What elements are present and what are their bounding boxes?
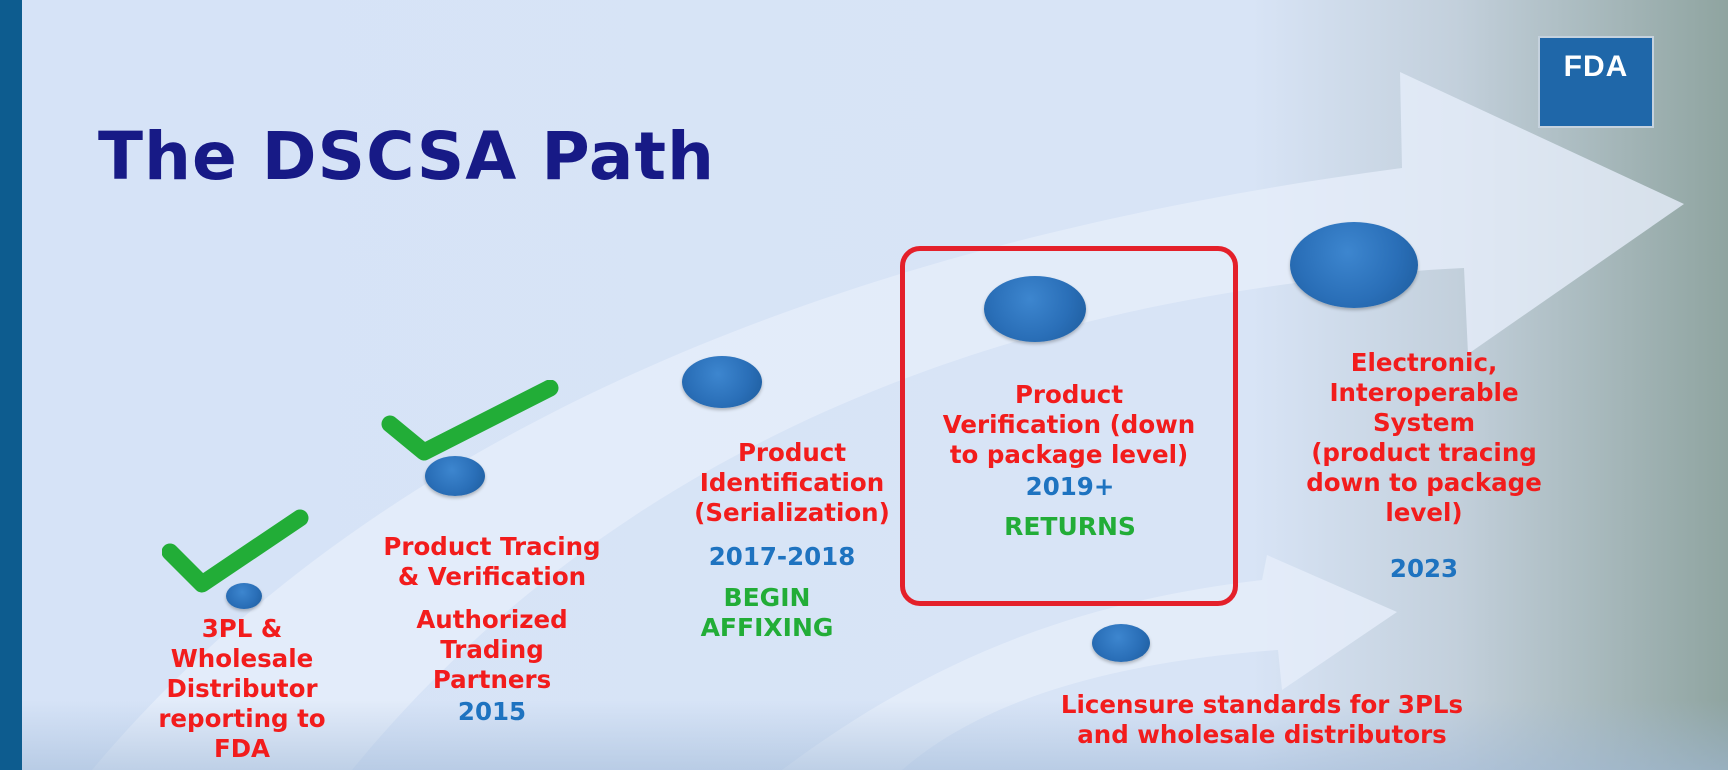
licensure-text: Licensure standards for 3PLs and wholesa… xyxy=(1060,690,1464,749)
highlight-box xyxy=(900,246,1238,606)
checkmark-icon xyxy=(381,380,559,461)
milestone-2-year: 2015 xyxy=(457,697,527,726)
main-path-arrow xyxy=(92,72,1684,770)
milestone-3-year: 2017-2018 xyxy=(708,542,856,571)
milestone-dot-2 xyxy=(425,456,485,496)
slide-footer-band xyxy=(22,700,1728,770)
licensure-dot xyxy=(1092,624,1150,662)
milestone-1-text: 3PL & Wholesale Distributor reporting to… xyxy=(158,614,326,763)
milestone-dot-5 xyxy=(1290,222,1418,308)
slide: The DSCSA Path FDA 3PL & Wholesale Distr… xyxy=(22,0,1728,770)
milestone-2-title: Product Tracing & Verification xyxy=(383,532,601,591)
milestone-dot-3 xyxy=(682,356,762,408)
milestone-5-year: 2023 xyxy=(1389,554,1459,583)
milestone-5-title: Electronic, Interoperable System (produc… xyxy=(1306,348,1542,527)
milestone-2-subtitle: Authorized Trading Partners xyxy=(416,605,568,694)
milestone-4-status: RETURNS xyxy=(1004,512,1136,541)
page-title: The DSCSA Path xyxy=(98,118,715,195)
milestone-4-year: 2019+ xyxy=(1025,472,1115,501)
milestone-3-title: Product Identification (Serialization) xyxy=(694,438,890,527)
milestone-dot-1 xyxy=(226,583,262,609)
milestone-3-status: BEGIN AFFIXING xyxy=(700,583,834,642)
checkmark-icon xyxy=(162,509,309,593)
milestone-4-title: Product Verification (down to package le… xyxy=(942,380,1196,469)
fda-logo: FDA xyxy=(1538,36,1654,128)
milestone-dot-4 xyxy=(984,276,1086,342)
